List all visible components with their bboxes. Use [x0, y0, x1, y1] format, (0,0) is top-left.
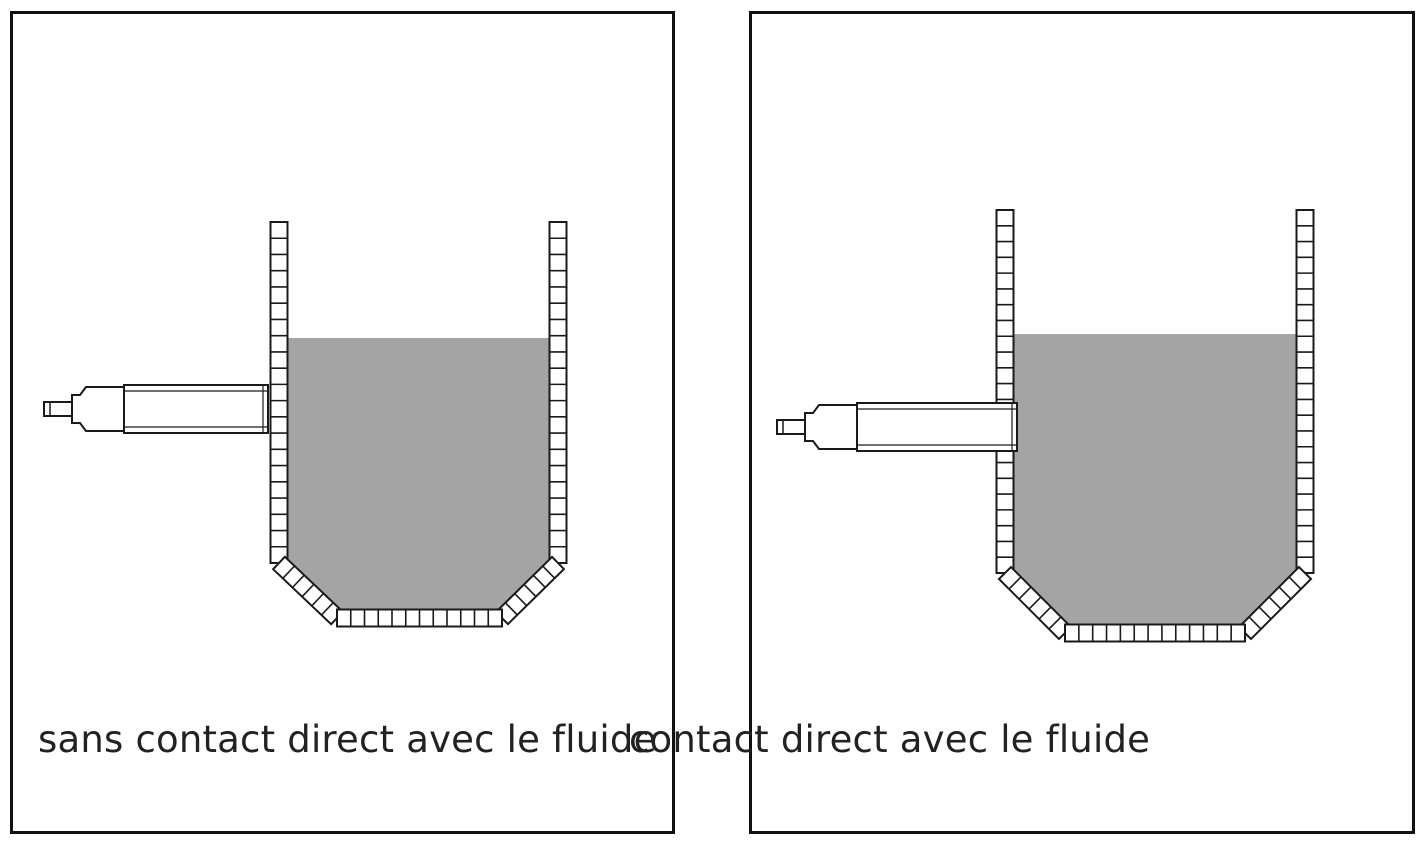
wall-hatch-line: [1258, 606, 1272, 620]
wall-hatch-line: [1008, 576, 1022, 590]
tank-left: [269, 221, 568, 628]
sensor-nut: [804, 404, 858, 450]
sensor-nut: [71, 386, 125, 432]
cable-stub: [43, 401, 73, 417]
wall-hatch-line: [523, 583, 537, 598]
fluid-fill: [1013, 334, 1297, 625]
wall-hatch-line: [291, 574, 305, 589]
wall-hatch-line: [1248, 616, 1262, 630]
wall-hatch-line: [1278, 586, 1292, 600]
wall-hatch-line: [1288, 576, 1302, 590]
fluid-fill: [287, 338, 550, 610]
wall-hatch-line: [532, 574, 546, 588]
sensor-body: [123, 384, 269, 434]
wall-hatch-line: [282, 565, 296, 579]
sensor-body: [856, 402, 1018, 452]
tank-wall-segment: [1064, 623, 1246, 643]
wall-hatch-line: [542, 565, 556, 579]
wall-hatch-line: [1048, 616, 1062, 630]
caption-no-contact: sans contact direct avec le fluide: [38, 718, 657, 761]
tank-wall-segment: [269, 221, 289, 564]
cable-stub: [776, 419, 806, 435]
wall-hatch-line: [311, 592, 325, 607]
sensor-left-noncontact: [43, 384, 269, 434]
wall-hatch-line: [301, 583, 315, 598]
wall-hatch-line: [514, 593, 528, 607]
wall-hatch-line: [1268, 596, 1282, 610]
caption-direct-contact: contact direct avec le fluide: [629, 718, 1151, 761]
wall-hatch-line: [1028, 596, 1042, 610]
tank-wall-segment: [1295, 209, 1315, 574]
tank-wall-segment: [548, 221, 568, 564]
wall-hatch-line: [1018, 586, 1032, 600]
wall-hatch-line: [504, 602, 518, 616]
wall-hatch-line: [320, 602, 334, 616]
sensor-right-contact: [776, 402, 1018, 452]
tank-right: [995, 209, 1315, 643]
tank-wall-segment: [995, 209, 1015, 574]
wall-hatch-line: [1038, 606, 1052, 620]
